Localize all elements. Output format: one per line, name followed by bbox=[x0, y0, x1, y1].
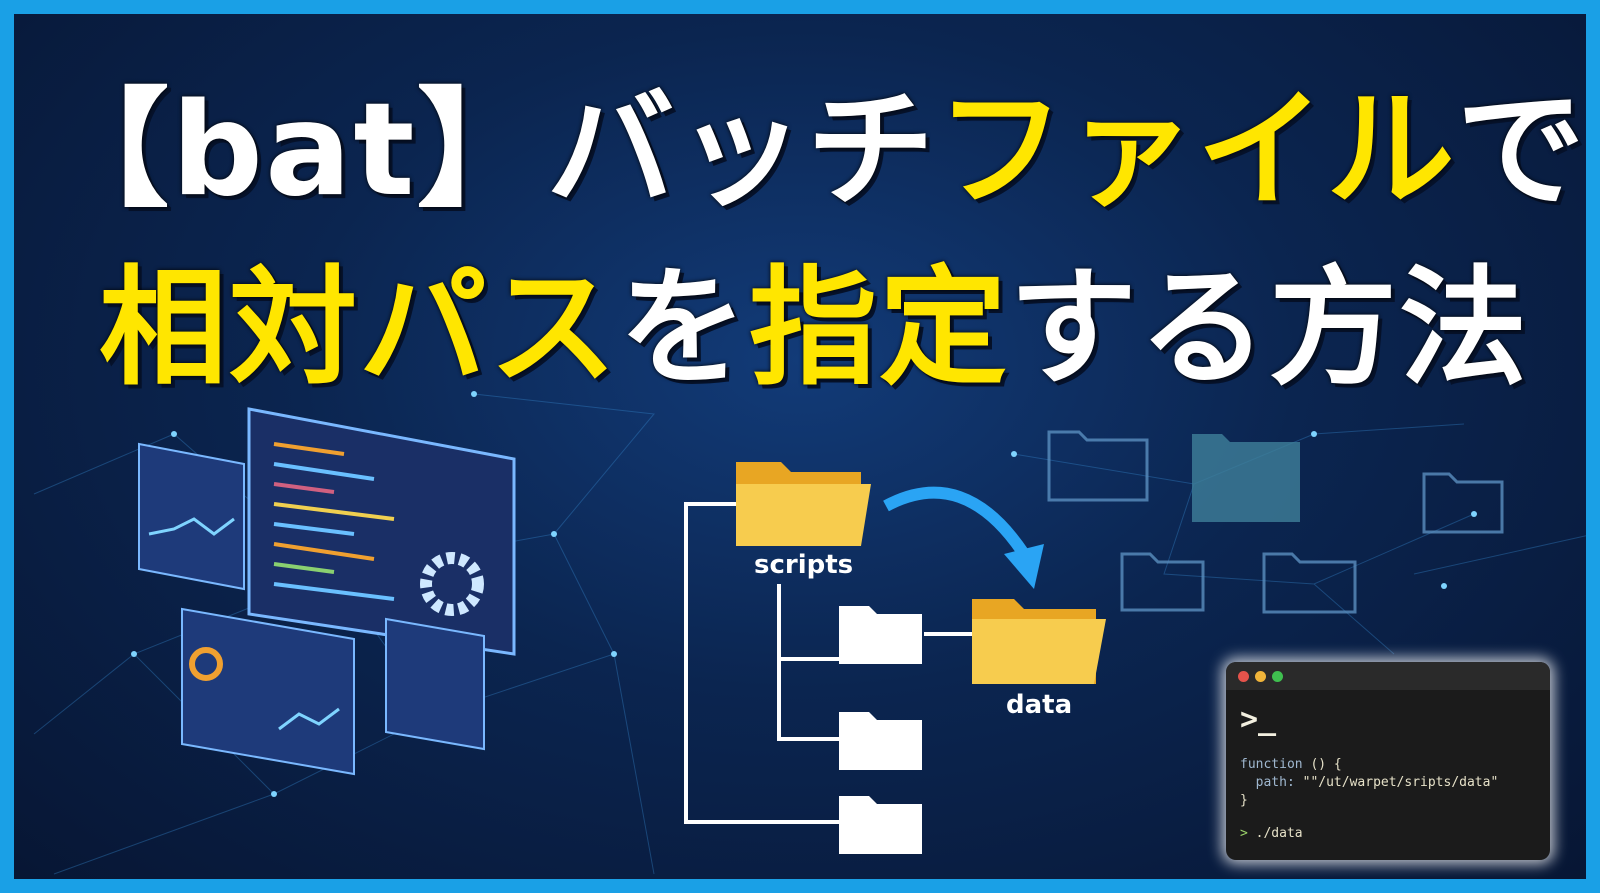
code-text: } bbox=[1240, 793, 1248, 808]
code-text: () { bbox=[1302, 757, 1342, 772]
scripts-folder-icon bbox=[736, 462, 871, 546]
title-text: を bbox=[618, 254, 749, 403]
minimize-dot-icon bbox=[1255, 670, 1266, 682]
terminal-window: >_ function () { path: ""/ut/warpet/srip… bbox=[1226, 662, 1550, 860]
white-folder-icons bbox=[839, 606, 922, 854]
title-line-1: 【bat】バッチファイルで bbox=[14, 76, 1587, 226]
close-dot-icon bbox=[1238, 670, 1249, 682]
data-folder-icon bbox=[972, 599, 1106, 684]
highlight-folder-icon bbox=[1192, 434, 1300, 522]
code-keyword: function bbox=[1240, 757, 1303, 772]
title-text: する方法 bbox=[1009, 254, 1530, 403]
title-line-2: 相対パスを指定する方法 bbox=[14, 254, 1586, 404]
title-text-highlight: 指定 bbox=[749, 254, 1010, 403]
background-illustration bbox=[33, 391, 1586, 875]
command-text: ./data bbox=[1247, 826, 1303, 841]
title-text-highlight: ファイル bbox=[936, 76, 1457, 225]
terminal-command: > ./data bbox=[1240, 826, 1303, 841]
data-folder-label: data bbox=[1006, 690, 1073, 720]
arrow-icon bbox=[883, 486, 1029, 558]
title-text: で bbox=[1456, 76, 1587, 225]
terminal-title-bar bbox=[1226, 662, 1550, 690]
scripts-folder-label: scripts bbox=[754, 550, 854, 580]
code-text: ""/ut/warpet/sripts/data" bbox=[1294, 775, 1499, 790]
faded-folder-icons bbox=[1047, 430, 1504, 614]
folder-tree-lines bbox=[684, 502, 974, 824]
terminal-code: function () { path: ""/ut/warpet/sripts/… bbox=[1240, 756, 1498, 810]
gear-icon bbox=[420, 552, 484, 616]
title-text: 【bat】バッチ bbox=[41, 76, 937, 225]
command-arrow-icon: > bbox=[1240, 826, 1248, 841]
dashboard-screens-icon bbox=[138, 407, 516, 776]
maximize-dot-icon bbox=[1272, 670, 1283, 682]
title-text-highlight: 相対パス bbox=[98, 254, 619, 403]
code-keyword: path: bbox=[1240, 775, 1295, 790]
terminal-prompt-icon: >_ bbox=[1240, 702, 1277, 737]
